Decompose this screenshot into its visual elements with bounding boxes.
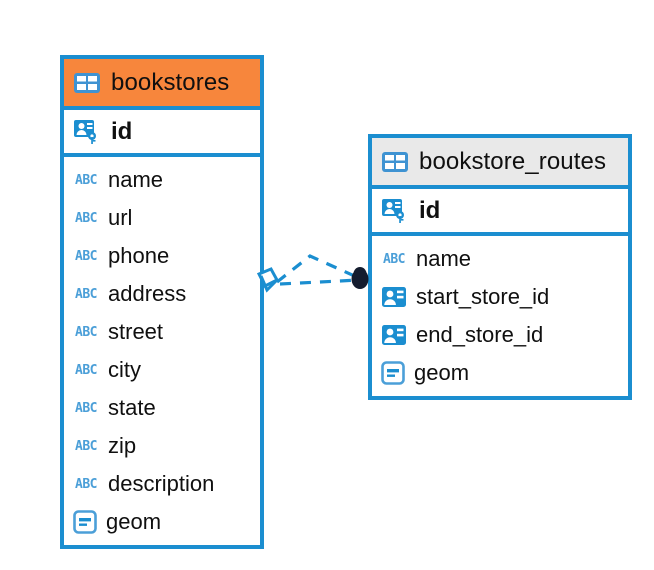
relationship-line-lower bbox=[279, 278, 360, 286]
filled-circle-icon bbox=[351, 267, 369, 289]
relationship-line-upper bbox=[276, 254, 360, 284]
field-row[interactable]: ABC address bbox=[64, 275, 260, 313]
primary-key-icon bbox=[73, 118, 101, 146]
entity-header-bookstore-routes[interactable]: bookstore_routes bbox=[372, 138, 628, 189]
field-row[interactable]: ABC state bbox=[64, 389, 260, 427]
table-icon bbox=[381, 151, 409, 173]
field-row[interactable]: ABC description bbox=[64, 465, 260, 503]
field-row[interactable]: ABC phone bbox=[64, 237, 260, 275]
field-label: phone bbox=[108, 243, 170, 268]
primary-key-row[interactable]: id bbox=[64, 110, 260, 157]
geometry-type-icon bbox=[381, 361, 405, 385]
field-label: end_store_id bbox=[416, 322, 544, 347]
text-type-icon: ABC bbox=[73, 171, 99, 189]
abc-glyph: ABC bbox=[75, 362, 97, 378]
text-type-icon: ABC bbox=[73, 399, 99, 417]
abc-glyph: ABC bbox=[75, 172, 97, 188]
field-label: state bbox=[108, 395, 156, 420]
primary-key-label: id bbox=[111, 117, 133, 145]
primary-key-row[interactable]: id bbox=[372, 189, 628, 236]
entity-title: bookstore_routes bbox=[419, 147, 607, 175]
field-row[interactable]: ABC street bbox=[64, 313, 260, 351]
field-label: name bbox=[108, 167, 164, 192]
field-label: start_store_id bbox=[416, 284, 550, 309]
field-label: geom bbox=[414, 360, 470, 385]
field-row[interactable]: ABC url bbox=[64, 199, 260, 237]
relationship-connector[interactable] bbox=[255, 240, 375, 320]
field-row[interactable]: end_store_id bbox=[372, 316, 628, 354]
field-label: description bbox=[108, 471, 215, 496]
abc-glyph: ABC bbox=[75, 248, 97, 264]
abc-glyph: ABC bbox=[75, 438, 97, 454]
abc-glyph: ABC bbox=[75, 286, 97, 302]
field-row[interactable]: geom bbox=[372, 354, 628, 392]
primary-key-label: id bbox=[419, 196, 441, 224]
field-row[interactable]: geom bbox=[64, 503, 260, 541]
text-type-icon: ABC bbox=[73, 247, 99, 265]
text-type-icon: ABC bbox=[73, 437, 99, 455]
field-label: zip bbox=[108, 433, 137, 458]
text-type-icon: ABC bbox=[73, 361, 99, 379]
entity-title: bookstores bbox=[111, 68, 230, 96]
text-type-icon: ABC bbox=[73, 285, 99, 303]
abc-glyph: ABC bbox=[75, 476, 97, 492]
field-label: address bbox=[108, 281, 187, 306]
text-type-icon: ABC bbox=[73, 475, 99, 493]
abc-glyph: ABC bbox=[75, 210, 97, 226]
entity-bookstores[interactable]: bookstores id bbox=[60, 55, 264, 549]
field-label: geom bbox=[106, 509, 162, 534]
field-row[interactable]: ABC name bbox=[64, 161, 260, 199]
entity-header-bookstores[interactable]: bookstores bbox=[64, 59, 260, 110]
field-list-bookstore-routes: ABC name start_store_id bbox=[372, 236, 628, 392]
table-icon bbox=[73, 72, 101, 94]
primary-key-icon bbox=[381, 197, 409, 225]
geometry-type-icon bbox=[73, 510, 97, 534]
abc-glyph: ABC bbox=[75, 400, 97, 416]
foreign-key-icon bbox=[381, 285, 407, 309]
abc-glyph: ABC bbox=[383, 251, 405, 267]
field-row[interactable]: ABC city bbox=[64, 351, 260, 389]
field-row[interactable]: ABC zip bbox=[64, 427, 260, 465]
field-label: name bbox=[416, 246, 472, 271]
field-row[interactable]: start_store_id bbox=[372, 278, 628, 316]
abc-glyph: ABC bbox=[75, 324, 97, 340]
field-row[interactable]: ABC name bbox=[372, 240, 628, 278]
entity-bookstore-routes[interactable]: bookstore_routes id bbox=[368, 134, 632, 400]
crows-foot-diamond-icon bbox=[256, 267, 280, 293]
field-label: url bbox=[108, 205, 133, 230]
text-type-icon: ABC bbox=[73, 209, 99, 227]
text-type-icon: ABC bbox=[381, 250, 407, 268]
text-type-icon: ABC bbox=[73, 323, 99, 341]
field-label: street bbox=[108, 319, 164, 344]
field-list-bookstores: ABC name ABC url ABC phone ABC bbox=[64, 157, 260, 541]
field-label: city bbox=[108, 357, 141, 382]
foreign-key-icon bbox=[381, 323, 407, 347]
